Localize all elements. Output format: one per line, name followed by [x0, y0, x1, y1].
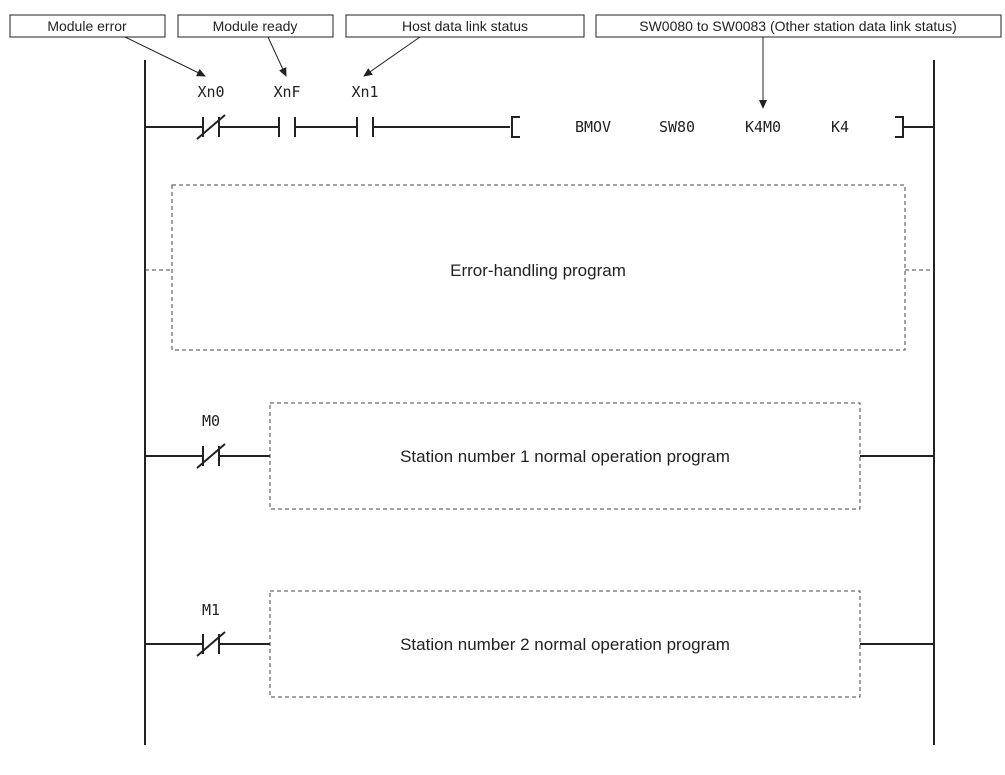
instruction-src: SW80 — [659, 118, 695, 136]
rung-1: Xn0 XnF Xn1 BMOV SW80 K4M0 K4 — [145, 83, 934, 140]
arrow-host-data-link-status — [363, 36, 421, 77]
error-handling-block: Error-handling program — [145, 184, 934, 351]
svg-text:SW0080 to SW0083 (Other statio: SW0080 to SW0083 (Other station data lin… — [639, 18, 957, 34]
svg-text:Error-handling program: Error-handling program — [450, 261, 626, 280]
arrow-module-ready — [267, 36, 287, 77]
no-contact-xnf — [278, 117, 296, 137]
rung-station-1: M0 Station number 1 normal operation pro… — [145, 402, 934, 510]
svg-text:Module ready: Module ready — [213, 18, 298, 34]
callout-module-error: Module error — [9, 14, 166, 38]
callout-other-station-data-link-status: SW0080 to SW0083 (Other station data lin… — [595, 14, 1002, 38]
arrow-module-error — [124, 36, 206, 77]
contact-label-xnf: XnF — [273, 83, 300, 101]
contact-label-m1: M1 — [202, 601, 220, 619]
contact-label-xn1: Xn1 — [351, 83, 378, 101]
rung-station-2: M1 Station number 2 normal operation pro… — [145, 590, 934, 698]
svg-text:Module error: Module error — [47, 18, 127, 34]
contact-label-m0: M0 — [202, 412, 220, 430]
contact-label-xn0: Xn0 — [197, 83, 224, 101]
instruction-n: K4 — [831, 118, 849, 136]
svg-text:Host data link status: Host data link status — [402, 18, 528, 34]
no-contact-xn1 — [356, 117, 374, 137]
callout-module-ready: Module ready — [177, 14, 334, 38]
station-1-program-label: Station number 1 normal operation progra… — [400, 447, 730, 466]
station-2-program-label: Station number 2 normal operation progra… — [400, 635, 730, 654]
instruction-op: BMOV — [575, 118, 611, 136]
instruction-dst: K4M0 — [745, 118, 781, 136]
callout-host-data-link-status: Host data link status — [345, 14, 585, 38]
